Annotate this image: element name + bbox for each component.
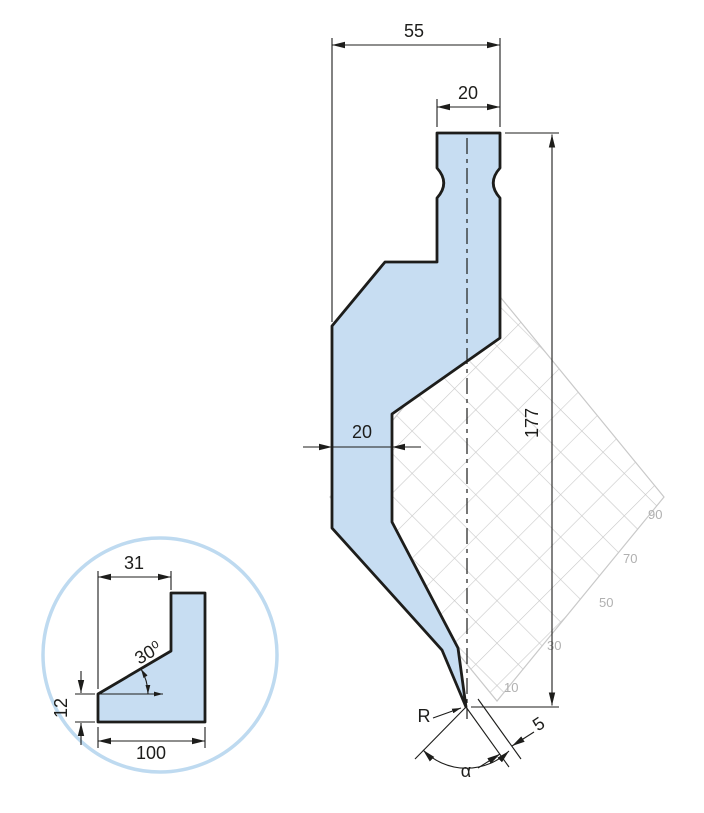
detail-dim-label-width: 31 (124, 553, 144, 573)
detail-dim-label-length: 100 (136, 743, 166, 763)
dim-label-shank-width: 20 (458, 83, 478, 103)
dim-label-height: 177 (522, 408, 542, 438)
dim-top-width: 55 (331, 21, 501, 322)
detail-dim-width: 31 (97, 553, 172, 689)
grid-label-90: 90 (648, 507, 662, 522)
detail-dim-length: 100 (97, 727, 206, 763)
radius-leader-line (432, 707, 462, 719)
dim-label-top-width: 55 (404, 21, 424, 41)
grid-label-50: 50 (599, 595, 613, 610)
angle-arc (140, 668, 151, 695)
tip-edge-extension (465, 706, 510, 768)
detail-dim-label-thickness: 12 (51, 698, 71, 718)
arrow-line (511, 731, 535, 747)
tip-radius-label: R (418, 706, 431, 726)
detail-view: 31 12 100 30⁰ (41, 536, 279, 774)
angle-arc (422, 749, 510, 769)
angle-label: α (461, 761, 471, 781)
grid-label-70: 70 (623, 551, 637, 566)
detail-dim-thickness: 12 (51, 671, 95, 745)
dim-height: 177 (471, 132, 559, 708)
grid-label-10: 10 (504, 680, 518, 695)
dim-label-tip: 5 (529, 713, 548, 735)
grid-label-30: 30 (547, 638, 561, 653)
dim-label-waist-width: 20 (352, 422, 372, 442)
detail-profile (96, 591, 207, 724)
tip-annotations: 5 R α (414, 698, 548, 781)
dim-waist-width: 20 (303, 422, 421, 451)
dim-shank-width: 20 (436, 83, 500, 127)
tip-edge-extension (477, 698, 522, 760)
detail-circle (41, 536, 279, 774)
